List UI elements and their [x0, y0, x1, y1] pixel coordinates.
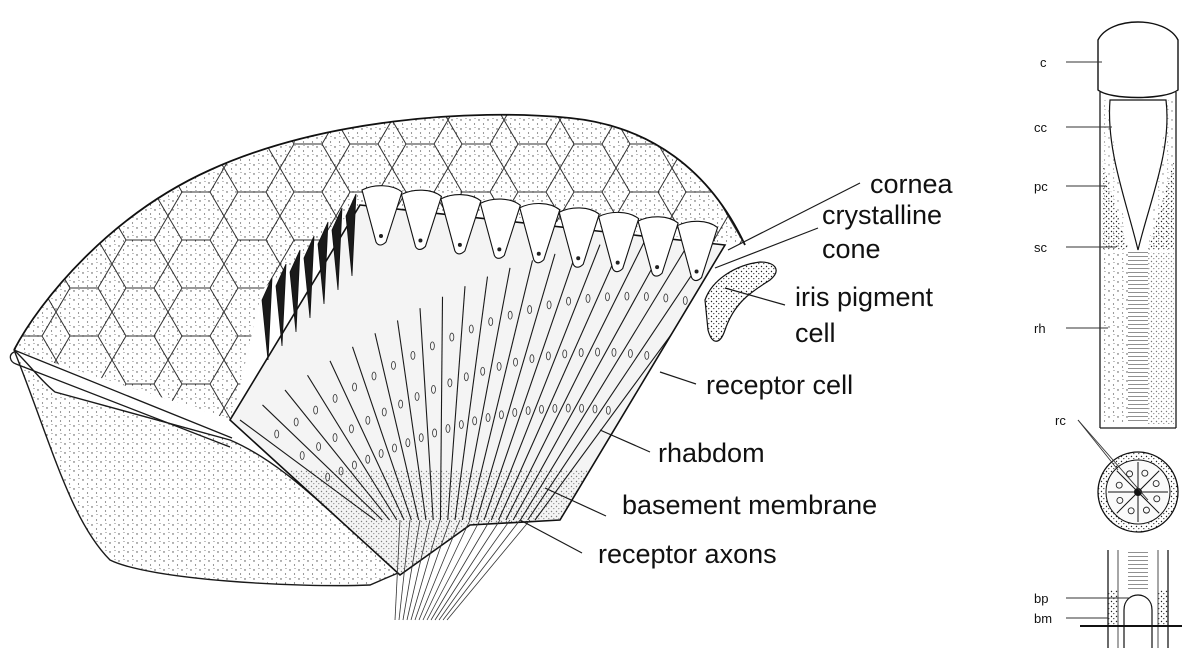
label-crystalline-cone: crystalline cone — [822, 200, 950, 264]
label-bm: bm — [1034, 611, 1052, 626]
ommatidium-cornea — [1098, 22, 1178, 98]
label-basement-membrane: basement membrane — [622, 490, 877, 520]
label-cc: cc — [1034, 120, 1048, 135]
label-receptor-cell: receptor cell — [706, 370, 853, 400]
ommatidium-cross-section — [1098, 452, 1178, 532]
label-rh: rh — [1034, 321, 1046, 336]
label-rhabdom: rhabdom — [658, 438, 765, 468]
label-pc: pc — [1034, 179, 1048, 194]
label-receptor-axons: receptor axons — [598, 539, 777, 569]
ommatidium-rhabdom — [1128, 252, 1148, 424]
label-iris-pigment-cell: iris pigment cell — [795, 282, 941, 348]
ommatidium-labels: c cc pc sc rh rc bp bm — [1034, 55, 1066, 626]
label-cornea: cornea — [870, 169, 954, 199]
label-sc: sc — [1034, 240, 1048, 255]
label-rc: rc — [1055, 413, 1066, 428]
label-bp: bp — [1034, 591, 1048, 606]
ommatidium-diagram — [1080, 22, 1182, 648]
label-c: c — [1040, 55, 1047, 70]
iris-pigment-flap — [705, 262, 776, 341]
ommatidium-basal-section — [1080, 550, 1182, 648]
